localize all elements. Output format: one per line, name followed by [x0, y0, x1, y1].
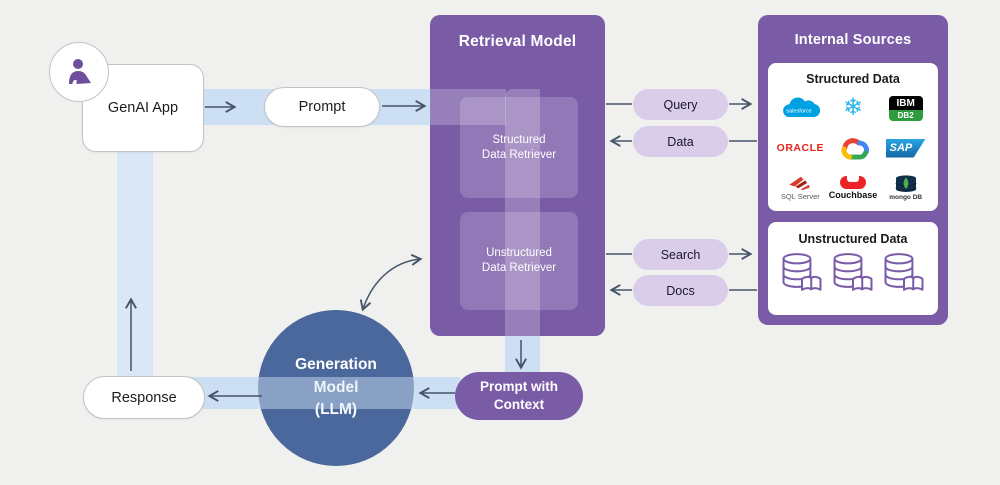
structured-data-retriever: Structured Data Retriever: [460, 97, 578, 198]
database-book-icon: [782, 253, 822, 291]
prompt-with-context-line2: Context: [493, 397, 545, 412]
response-pill: Response: [83, 376, 205, 419]
unstructured-retriever-line1: Unstructured: [486, 247, 552, 260]
prompt-with-context-pill: Prompt with Context: [455, 372, 583, 420]
query-pill: Query: [633, 89, 728, 120]
genai-app-label: GenAI App: [107, 100, 179, 116]
google-cloud-logo: [833, 130, 873, 166]
sql-server-logo: SQL Server: [781, 170, 820, 206]
couchbase-wordmark: Couchbase: [828, 190, 878, 200]
prompt-label: Prompt: [298, 99, 346, 115]
generation-model-line2: Model: [313, 378, 359, 396]
unstructured-data-retriever: Unstructured Data Retriever: [460, 212, 578, 310]
flow-band-inside-vertical: [505, 89, 540, 336]
arrow-generation-retrieval-curve: [359, 253, 423, 312]
database-book-icon: [833, 253, 873, 291]
salesforce-wordmark: salesforce: [787, 108, 813, 114]
oracle-logo: ORACLE: [777, 130, 824, 166]
retrieval-model-box: Retrieval Model Structured Data Retrieve…: [430, 15, 605, 336]
internal-sources-box: Internal Sources Structured Data salesfo…: [758, 15, 948, 325]
structured-retriever-line2: Data Retriever: [481, 148, 557, 161]
structured-retriever-line1: Structured: [492, 133, 546, 146]
sql-server-wordmark: SQL Server: [780, 192, 820, 201]
unstructured-data-card: Unstructured Data: [768, 222, 938, 315]
salesforce-logo: salesforce: [778, 90, 822, 126]
generation-model-line3: (LLM): [314, 401, 358, 419]
sap-logo: SAP: [885, 130, 926, 166]
oracle-wordmark: ORACLE: [776, 142, 824, 154]
unstructured-retriever-line2: Data Retriever: [481, 262, 557, 274]
retrieval-model-title: Retrieval Model: [458, 33, 577, 50]
flow-band-context-vertical: [505, 336, 540, 376]
search-pill: Search: [633, 239, 728, 270]
prompt-with-context-line1: Prompt with: [480, 379, 558, 395]
mongodb-wordmark: mongo DB: [889, 194, 923, 201]
couchbase-logo: Couchbase: [828, 170, 878, 206]
internal-sources-title: Internal Sources: [794, 32, 912, 48]
generation-model-line1: Generation: [295, 356, 377, 374]
unstructured-data-title: Unstructured Data: [798, 232, 908, 246]
generation-model-node: Generation Model (LLM): [258, 310, 414, 466]
person-laptop-icon: [69, 59, 91, 84]
flow-band-over-circle: [258, 377, 414, 409]
docs-label: Docs: [666, 283, 695, 298]
ibm-db2-logo: IBM DB2: [888, 90, 923, 126]
ibm-wordmark: IBM: [888, 95, 923, 110]
snowflake-icon: ❄: [842, 94, 864, 121]
mongodb-logo: mongo DB: [889, 170, 922, 206]
response-label: Response: [111, 389, 177, 406]
data-label: Data: [667, 134, 694, 149]
docs-pill: Docs: [633, 275, 728, 306]
search-label: Search: [660, 247, 701, 262]
prompt-pill: Prompt: [264, 87, 380, 127]
flow-band-inside-horizontal: [430, 89, 506, 125]
structured-data-title: Structured Data: [806, 72, 900, 86]
sap-wordmark: SAP: [889, 142, 913, 154]
query-label: Query: [663, 97, 698, 112]
snowflake-logo: ❄: [843, 90, 863, 126]
database-book-icon: [884, 253, 924, 291]
unstructured-data-icons: [768, 252, 938, 294]
db2-wordmark: DB2: [888, 109, 923, 121]
data-pill: Data: [633, 126, 728, 157]
structured-data-card: Structured Data salesforce ❄ IBM DB2: [768, 63, 938, 211]
user-avatar: [49, 42, 109, 102]
structured-logos-grid: salesforce ❄ IBM DB2 ORACLE: [768, 86, 938, 206]
